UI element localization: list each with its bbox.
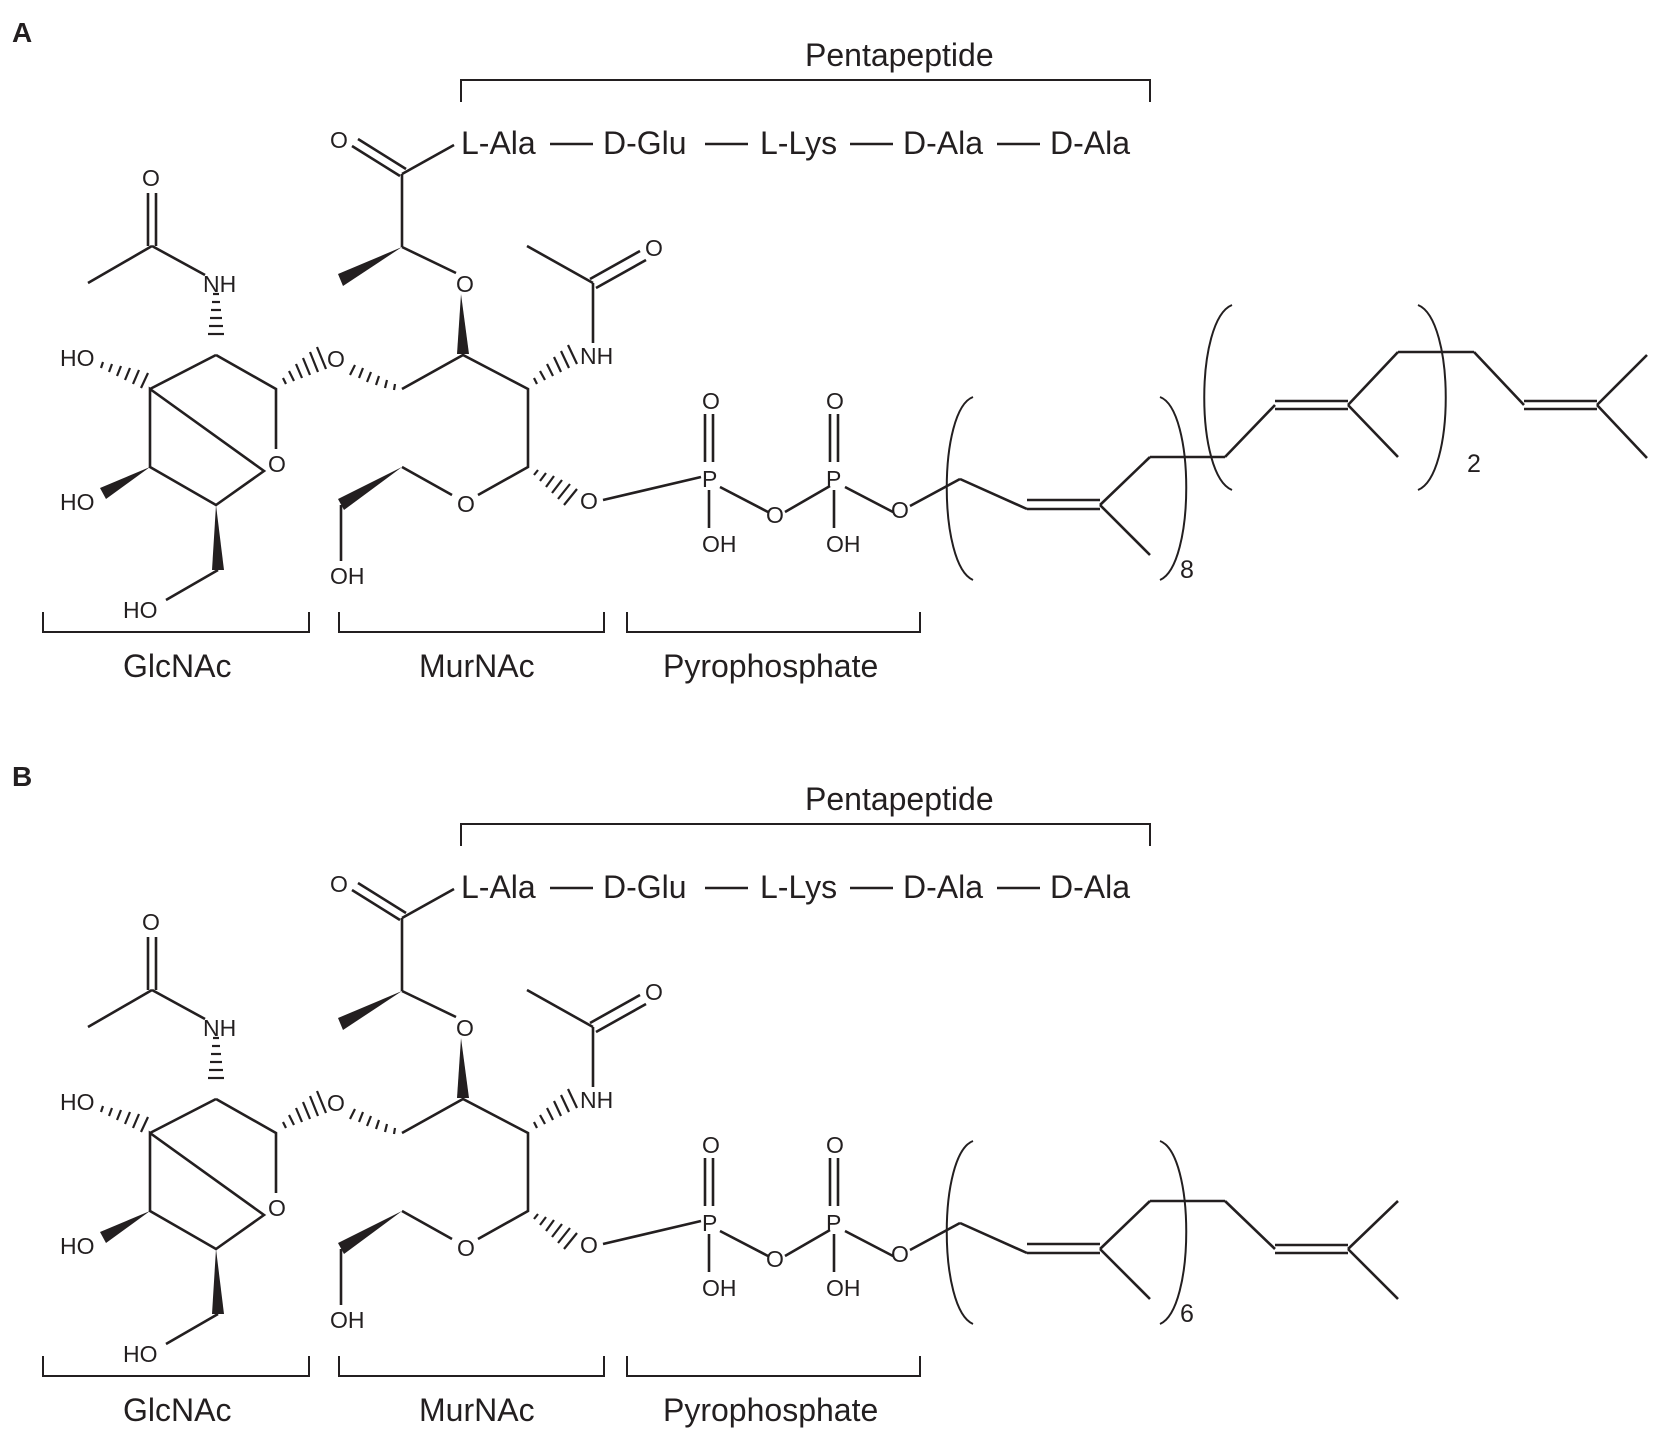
atom-o: O	[826, 1132, 844, 1158]
panel-b: B Pentapeptide L-Ala D-Glu L-Lys D-Ala D…	[12, 761, 1399, 1428]
atom-nh: NH	[580, 1087, 613, 1113]
isoprenoid-tail-b	[1150, 1199, 1399, 1300]
atom-o: O	[891, 497, 909, 523]
peptide-residue-4: D-Ala	[903, 869, 983, 905]
atom-o: O	[456, 1015, 474, 1041]
peptide-residue-2: D-Glu	[603, 125, 687, 161]
atom-o: O	[702, 388, 720, 414]
atom-oh: OH	[826, 531, 861, 557]
atom-p: P	[826, 466, 841, 492]
atom-o: O	[826, 388, 844, 414]
atom-o: O	[456, 271, 474, 297]
atom-o: O	[330, 127, 348, 153]
atom-ho: HO	[60, 1089, 95, 1115]
atom-o: O	[327, 346, 345, 372]
atom-o: O	[645, 235, 663, 261]
pentapeptide-label: Pentapeptide	[805, 781, 994, 817]
atom-p: P	[702, 466, 717, 492]
panel-b-letter: B	[12, 761, 32, 792]
murnac-label: MurNAc	[419, 1392, 535, 1428]
atom-nh: NH	[580, 343, 613, 369]
atom-ho: HO	[123, 597, 158, 623]
atom-o: O	[891, 1241, 909, 1267]
atom-o: O	[457, 1235, 475, 1261]
repeat-count-inner: 8	[1180, 556, 1194, 584]
peptide-residue-1: L-Ala	[461, 125, 536, 161]
pentapeptide-label: Pentapeptide	[805, 37, 994, 73]
atom-nh: NH	[203, 1015, 236, 1041]
atom-o: O	[268, 1195, 286, 1221]
panel-a-letter: A	[12, 17, 32, 48]
peptide-residue-3: L-Lys	[760, 125, 837, 161]
pyrophosphate-label: Pyrophosphate	[663, 1392, 878, 1428]
atom-oh: OH	[826, 1275, 861, 1301]
murnac-label: MurNAc	[419, 648, 535, 684]
atom-oh: OH	[330, 1307, 365, 1333]
glcnac-label: GlcNAc	[123, 648, 231, 684]
atom-ho: HO	[60, 345, 95, 371]
atom-o: O	[645, 979, 663, 1005]
atom-p: P	[702, 1210, 717, 1236]
atom-ho: HO	[123, 1341, 158, 1367]
atom-labels-b: O O O O NH NH HO O O HO O OH HO O O P OH…	[60, 871, 909, 1367]
peptide-residue-5: D-Ala	[1050, 869, 1130, 905]
peptide-residue-3: L-Lys	[760, 869, 837, 905]
atom-ho: HO	[60, 489, 95, 515]
atom-o: O	[766, 1246, 784, 1272]
atom-o: O	[702, 1132, 720, 1158]
panel-a: A Pentapeptide L-Ala D-Glu L-Lys D-Ala D…	[12, 17, 1648, 684]
atom-o: O	[330, 871, 348, 897]
atom-o: O	[766, 502, 784, 528]
peptide-residue-2: D-Glu	[603, 869, 687, 905]
atom-nh: NH	[203, 271, 236, 297]
repeat-count-outer: 2	[1467, 450, 1481, 478]
atom-oh: OH	[330, 563, 365, 589]
peptide-residue-5: D-Ala	[1050, 125, 1130, 161]
pyrophosphate-label: Pyrophosphate	[663, 648, 878, 684]
atom-ho: HO	[60, 1233, 95, 1259]
atom-o: O	[142, 165, 160, 191]
atom-oh: OH	[702, 531, 737, 557]
isoprenoid-tail-a	[1150, 304, 1648, 491]
glcnac-label: GlcNAc	[123, 1392, 231, 1428]
atom-o: O	[142, 909, 160, 935]
atom-o: O	[327, 1090, 345, 1116]
atom-p: P	[826, 1210, 841, 1236]
peptide-residue-1: L-Ala	[461, 869, 536, 905]
repeat-count: 6	[1180, 1300, 1194, 1328]
atom-o: O	[457, 491, 475, 517]
atom-o: O	[580, 1232, 598, 1258]
atom-o: O	[268, 451, 286, 477]
peptide-residue-4: D-Ala	[903, 125, 983, 161]
atom-o: O	[580, 488, 598, 514]
atom-oh: OH	[702, 1275, 737, 1301]
atom-labels-a: O O O O NH NH HO O O HO O OH HO O O P OH…	[60, 127, 909, 623]
